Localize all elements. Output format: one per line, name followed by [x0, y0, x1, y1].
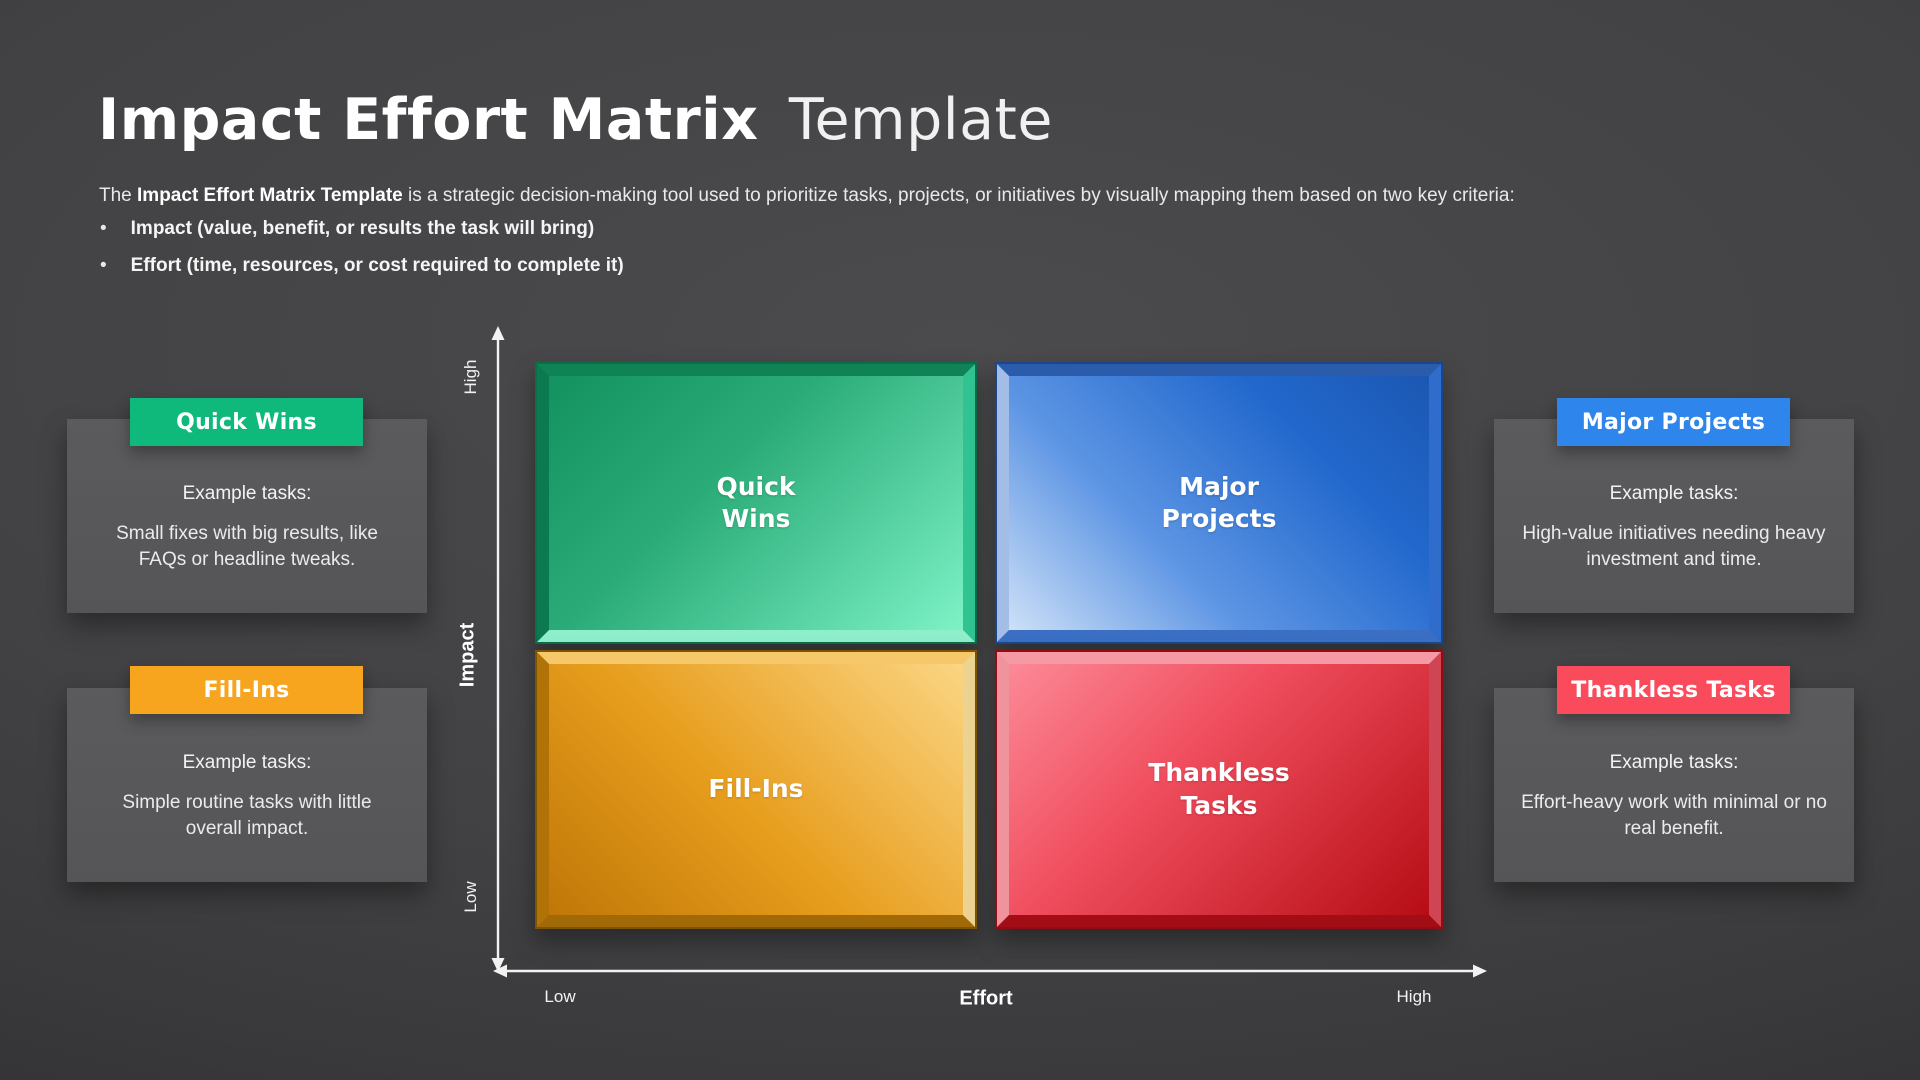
- impact-axis-arrow: [491, 326, 505, 972]
- quadrant-major-projects-face: [1009, 376, 1429, 630]
- quadrant-major-projects-bevel: [997, 364, 1441, 642]
- page-title: Impact Effort Matrix Template: [98, 87, 1053, 154]
- impact-axis-title: Impact: [456, 622, 479, 688]
- badge-thankless-tasks: Thankless Tasks: [1557, 666, 1790, 714]
- card-quick-wins-heading: Example tasks:: [182, 483, 312, 504]
- card-major-projects-heading: Example tasks:: [1609, 483, 1739, 504]
- quadrant-major-projects-label: Major Projects: [1161, 471, 1277, 534]
- description-prefix: The: [99, 185, 138, 206]
- description-rest: is a strategic decision-making tool used…: [402, 185, 1515, 206]
- impact-axis-low-label: Low: [461, 881, 480, 913]
- quadrant-quick-wins-face: [549, 376, 963, 630]
- page-title-main: Impact Effort Matrix: [98, 87, 759, 154]
- effort-axis-arrow: [493, 964, 1487, 978]
- criteria-item-effort: Effort (time, resources, or cost require…: [100, 255, 624, 277]
- badge-quick-wins: Quick Wins: [130, 398, 363, 446]
- card-thankless-tasks-body: Effort-heavy work with minimal or no rea…: [1521, 792, 1827, 840]
- quadrant-fill-ins-label: Fill-Ins: [708, 774, 804, 804]
- criteria-item-effort-text: Effort (time, resources, or cost require…: [130, 255, 624, 276]
- page-title-suffix: Template: [788, 87, 1053, 154]
- quadrant-quick-wins: Quick Wins: [535, 362, 977, 644]
- quadrant-major-projects: Major Projects: [995, 362, 1443, 644]
- effort-axis-low-label: Low: [544, 987, 576, 1006]
- card-thankless-tasks-heading: Example tasks:: [1609, 752, 1739, 773]
- card-quick-wins: Example tasks: Small fixes with big resu…: [67, 419, 427, 613]
- quadrant-fill-ins-face: [549, 664, 963, 915]
- quadrant-fill-ins-bevel: [537, 652, 975, 927]
- card-major-projects: Example tasks: High-value initiatives ne…: [1494, 419, 1854, 613]
- quadrant-quick-wins-bevel: [537, 364, 975, 642]
- badge-major-projects: Major Projects: [1557, 398, 1790, 446]
- criteria-item-impact: Impact (value, benefit, or results the t…: [100, 218, 624, 240]
- card-quick-wins-body: Small fixes with big results, like FAQs …: [116, 523, 378, 571]
- description-bold: Impact Effort Matrix Template: [137, 185, 403, 206]
- badge-fill-ins: Fill-Ins: [130, 666, 363, 714]
- effort-axis-title: Effort: [959, 987, 1013, 1010]
- quadrant-thankless-tasks: Thankless Tasks: [995, 650, 1443, 929]
- quadrant-thankless-tasks-face: [1009, 664, 1429, 915]
- criteria-list: Impact (value, benefit, or results the t…: [100, 218, 624, 292]
- effort-axis-high-label: High: [1396, 987, 1432, 1006]
- description: The Impact Effort Matrix Template is a s…: [99, 185, 1515, 207]
- quadrant-fill-ins: Fill-Ins: [535, 650, 977, 929]
- card-major-projects-body: High-value initiatives needing heavy inv…: [1522, 523, 1826, 571]
- quadrant-thankless-tasks-label: Thankless Tasks: [1148, 758, 1290, 820]
- card-thankless-tasks: Example tasks: Effort-heavy work with mi…: [1494, 688, 1854, 882]
- impact-axis-high-label: High: [461, 359, 480, 395]
- criteria-item-impact-text: Impact (value, benefit, or results the t…: [130, 218, 595, 239]
- card-fill-ins: Example tasks: Simple routine tasks with…: [67, 688, 427, 882]
- quadrant-quick-wins-label: Quick Wins: [716, 471, 796, 534]
- quadrant-thankless-tasks-bevel: [997, 652, 1441, 927]
- card-fill-ins-heading: Example tasks:: [182, 752, 312, 773]
- card-fill-ins-body: Simple routine tasks with little overall…: [122, 792, 372, 840]
